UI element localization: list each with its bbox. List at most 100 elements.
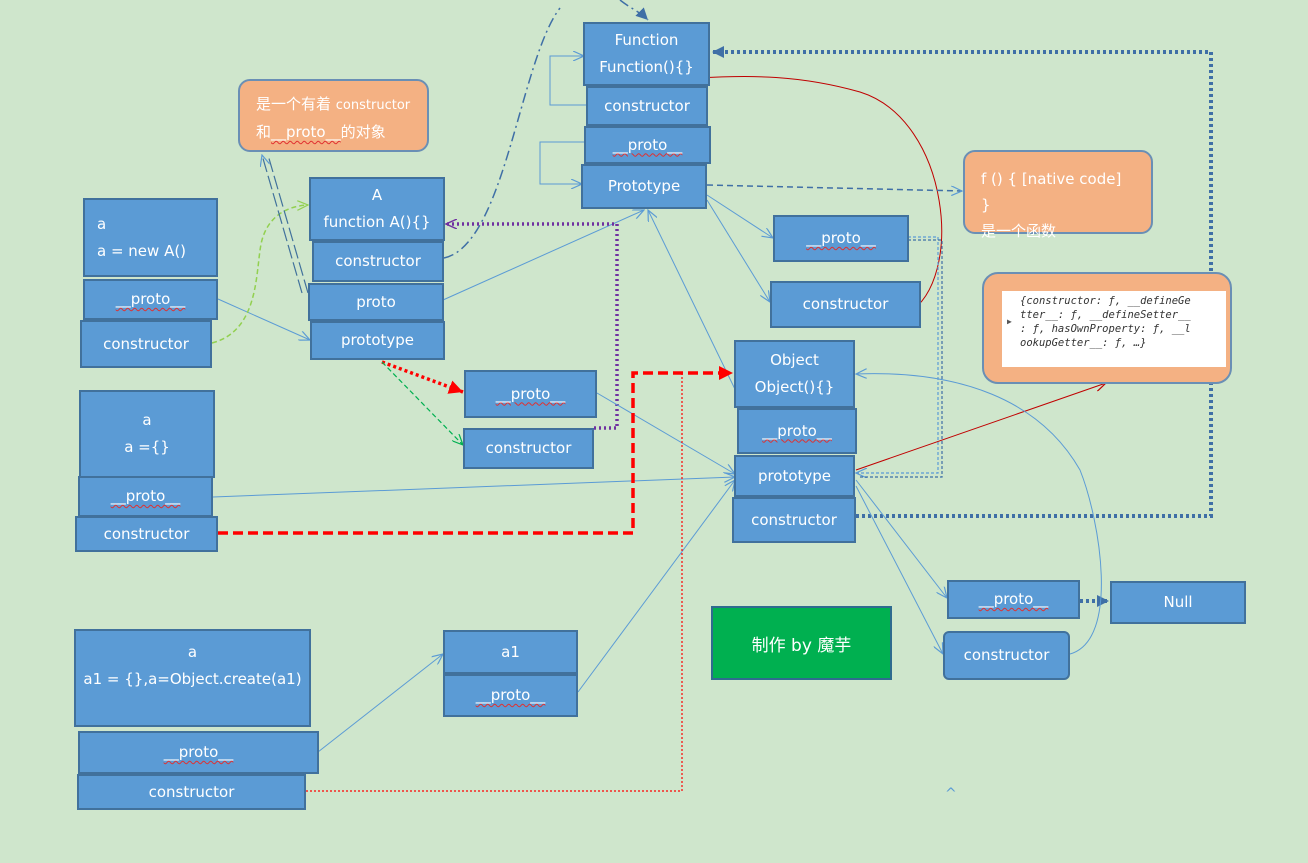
edge-a1-proto-to-object-prototype: [577, 480, 735, 693]
object-ctor-name: Object: [770, 351, 819, 369]
native-note-line1: f () { [native code] }: [981, 170, 1122, 214]
a-ctor-name: A: [371, 186, 383, 204]
inst-create-def: a1 = {},a=Object.create(a1): [83, 670, 302, 688]
op-proto-node[interactable]: __proto__: [947, 580, 1080, 619]
edge-inst-new-proto-to-a-prototype: [217, 298, 310, 340]
inst-new-constructor-node[interactable]: constructor: [80, 320, 212, 368]
edge-a-proto-to-fprototype: [442, 210, 644, 301]
op-constructor-label: constructor: [963, 646, 1050, 664]
inst-new-node[interactable]: a a = new A(): [83, 198, 218, 277]
obj-note-line2-prefix: 和: [256, 123, 272, 141]
function-ctor-def: Function(){}: [599, 58, 694, 76]
obj-note-line2-proto: __proto__: [271, 123, 341, 141]
edge-inst-literal-proto-to-object-prototype: [212, 477, 735, 498]
function-constructor-label: constructor: [604, 96, 690, 115]
edge-function-constructor-loop: [549, 56, 588, 106]
a-ctor-def: function A(){}: [323, 213, 431, 231]
a-ctor-node[interactable]: A function A(){}: [309, 177, 445, 241]
a-proto-label: proto: [356, 292, 396, 311]
a1-label: a1: [501, 642, 520, 661]
edge-ap-proto-to-object-prototype: [596, 392, 735, 474]
console-line-3: : ƒ, hasOwnProperty: ƒ, __l: [1020, 323, 1191, 335]
edge-a-to-obj-note-2: [267, 154, 309, 294]
function-constructor-node[interactable]: constructor: [586, 86, 708, 126]
obj-note-line2-suffix: 的对象: [340, 123, 386, 141]
null-label: Null: [1163, 593, 1193, 611]
edge-op-constructor-to-object: [856, 374, 1102, 655]
a-prototype-node[interactable]: prototype: [310, 321, 445, 360]
inst-literal-proto-label: __proto__: [110, 487, 181, 505]
edge-function-proto-loop: [539, 141, 584, 184]
console-line-4: ookupGetter__: ƒ, …}: [1020, 337, 1147, 349]
object-prototype-node[interactable]: prototype: [734, 455, 855, 497]
inst-literal-proto-node[interactable]: __proto__: [78, 476, 213, 517]
console-line-2: tter__: ƒ, __defineSetter__: [1020, 309, 1191, 321]
inst-new-constructor-label: constructor: [103, 334, 189, 353]
edge-object-prototype-to-op-proto: [855, 479, 947, 598]
inst-literal-name: a: [142, 411, 152, 429]
obj-note-line1-word: constructor: [335, 98, 411, 113]
edge-fp-constructor-to-function: [698, 76, 943, 314]
op-constructor-node[interactable]: constructor: [943, 631, 1070, 680]
function-proto-node[interactable]: __proto__: [584, 126, 711, 164]
object-proto-label: __proto__: [762, 421, 832, 440]
object-ctor-node[interactable]: Object Object(){}: [734, 340, 855, 408]
edge-top-loop-to-function: [619, 0, 649, 21]
edge-object-constructor-to-function: [712, 46, 1213, 518]
inst-create-node[interactable]: a a1 = {},a=Object.create(a1): [74, 629, 311, 727]
a-constructor-label: constructor: [335, 252, 421, 270]
edge-a-constructor-to-function: [443, 7, 561, 259]
a1-proto-node[interactable]: __proto__: [443, 674, 578, 717]
inst-new-proto-label: __proto__: [115, 290, 186, 308]
fp-constructor-node[interactable]: constructor: [770, 281, 921, 328]
inst-new-name: a: [97, 214, 107, 233]
inst-create-constructor-label: constructor: [148, 782, 235, 801]
a-prototype-label: prototype: [340, 331, 415, 349]
native-note: f () { [native code] } 是一个函数: [963, 150, 1153, 240]
edge-a-prototype-to-ap-proto: [381, 360, 464, 394]
edge-object-proto-to-fprototype: [648, 210, 749, 417]
object-constructor-node[interactable]: constructor: [732, 497, 856, 543]
object-proto-node[interactable]: __proto__: [737, 408, 857, 454]
ap-proto-label: __proto__: [495, 384, 566, 403]
expand-triangle-icon[interactable]: ▶: [1007, 317, 1012, 326]
inst-literal-constructor-node[interactable]: constructor: [75, 516, 218, 552]
a-constructor-node[interactable]: constructor: [312, 241, 444, 282]
credit-label: 制作 by 魔芋: [751, 635, 852, 656]
obj-note-line1: 是一个有着 constructor: [256, 91, 411, 119]
inst-new-def: a = new A(): [97, 241, 187, 260]
caret-mark: ^: [945, 786, 957, 802]
inst-create-proto-node[interactable]: __proto__: [78, 731, 319, 774]
edge-object-prototype-to-console: [855, 383, 1106, 471]
edge-ap-constructor-to-a: [446, 224, 619, 430]
fp-proto-node[interactable]: __proto__: [773, 215, 909, 262]
a-proto-node[interactable]: proto: [308, 283, 444, 321]
native-note-line2: 是一个函数: [981, 222, 1057, 240]
function-prototype-label: Prototype: [607, 177, 681, 195]
op-proto-label: __proto__: [978, 590, 1049, 608]
credit-box: 制作 by 魔芋: [711, 606, 892, 680]
edge-a-prototype-to-ap-constructor: [381, 361, 463, 445]
edge-fprototype-to-native-note: [706, 184, 962, 191]
function-ctor-name: Function: [614, 31, 679, 49]
edge-a-to-obj-note: [262, 155, 303, 294]
null-node[interactable]: Null: [1110, 581, 1246, 624]
function-ctor-node[interactable]: Function Function(){}: [583, 22, 710, 86]
edge-fprototype-to-fp-constructor: [706, 199, 770, 302]
edge-fp-proto-to-object-prototype-2: [860, 239, 943, 478]
edge-inst-literal-constructor-to-object: [218, 366, 733, 535]
a1-node[interactable]: a1: [443, 630, 578, 674]
inst-new-proto-node[interactable]: __proto__: [83, 279, 218, 320]
ap-proto-node[interactable]: __proto__: [464, 370, 597, 418]
ap-constructor-node[interactable]: constructor: [463, 428, 594, 469]
edge-inst-create-constructor-to-object: [306, 373, 683, 792]
ap-constructor-label: constructor: [485, 439, 572, 457]
edge-fprototype-to-fp-proto: [706, 194, 773, 238]
edge-inst-create-proto-to-a1: [317, 654, 443, 753]
inst-create-constructor-node[interactable]: constructor: [77, 774, 306, 810]
inst-literal-node[interactable]: a a ={}: [79, 390, 215, 478]
function-prototype-node[interactable]: Prototype: [581, 164, 707, 209]
fp-proto-label: __proto__: [806, 229, 876, 247]
edge-fp-proto-to-object-prototype: [856, 236, 939, 473]
